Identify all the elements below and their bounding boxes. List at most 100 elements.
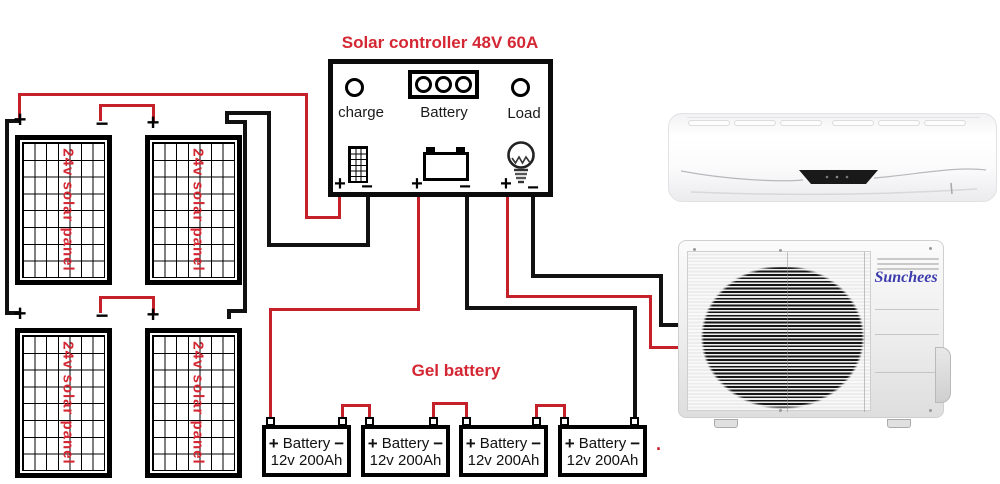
pipe-valve-cover — [935, 347, 951, 403]
wire-segment — [225, 111, 229, 124]
screw-icon — [929, 409, 932, 412]
wire-segment — [368, 404, 371, 418]
solar-cell-grid — [22, 335, 105, 471]
wire-segment — [649, 346, 680, 349]
battery-name: Battery — [381, 434, 430, 452]
controller-solar-positive: + — [334, 173, 346, 195]
air-vent-slot — [878, 120, 920, 126]
screw-icon — [779, 409, 782, 412]
wire-segment — [366, 197, 370, 247]
battery-spec: 12v 200Ah — [566, 451, 639, 469]
wire-segment — [506, 197, 509, 298]
wire-segment — [5, 119, 9, 315]
panel-groove — [875, 334, 939, 335]
charge-led-icon — [345, 78, 364, 97]
solar-cell-grid — [152, 335, 235, 471]
controller-load-positive: + — [500, 173, 512, 195]
solar-controller: charge Battery Load + − + − + − — [328, 59, 553, 198]
light-bulb-icon — [505, 139, 537, 194]
controller-battery-positive: + — [411, 173, 423, 195]
air-vent-slot — [780, 120, 822, 126]
battery-plus-sign: + — [268, 433, 279, 453]
controller-battery-negative: − — [459, 176, 471, 198]
wire-segment — [341, 404, 371, 407]
wire-segment — [18, 93, 308, 96]
panel-groove — [875, 372, 939, 373]
wire-segment — [633, 306, 637, 418]
battery-3: +Battery− 12v 200Ah — [459, 425, 548, 477]
battery-spec: 12v 200Ah — [467, 451, 540, 469]
wire-segment — [99, 296, 155, 299]
solar-input-icon — [348, 146, 368, 183]
solar-panel-label: 24v solar panel — [189, 341, 207, 465]
fan-grille — [687, 251, 871, 412]
wire-segment — [269, 308, 272, 418]
wire-segment — [535, 404, 566, 407]
wire-segment — [99, 104, 155, 107]
wire-segment — [465, 197, 469, 310]
wire-segment — [535, 404, 538, 418]
solar-cell-grid — [152, 142, 235, 278]
side-vent-line — [877, 263, 939, 265]
wire-segment — [225, 111, 271, 115]
battery-2: +Battery− 12v 200Ah — [361, 425, 450, 477]
wire-segment — [243, 120, 247, 313]
battery-led-icon — [415, 76, 432, 93]
grille-seam — [864, 252, 865, 412]
unit-foot — [887, 419, 911, 428]
charge-label: charge — [338, 104, 384, 121]
wire-segment — [227, 309, 247, 313]
solar-panel-4: 24v solar panel — [145, 328, 242, 478]
battery-label: Battery — [420, 104, 468, 121]
screw-icon — [693, 248, 696, 251]
battery-name: Battery — [282, 434, 331, 452]
wire-segment — [227, 309, 231, 319]
side-vent-line — [877, 268, 939, 270]
gel-battery-heading: Gel battery — [411, 361, 501, 380]
battery-plus-sign: + — [564, 433, 575, 453]
unit-foot — [714, 419, 738, 428]
wire-segment — [659, 274, 663, 327]
battery-name: Battery — [578, 434, 627, 452]
wire-segment — [432, 402, 468, 405]
wire-segment — [506, 295, 652, 298]
brand-logo: Sunchees — [874, 269, 938, 286]
battery-led-icon — [455, 76, 472, 93]
solar-panel-label: 24v solar panel — [59, 148, 77, 272]
solar-panel-3: 24v solar panel — [15, 328, 112, 478]
solar-cell-grid — [22, 142, 105, 278]
solar-panel-2: 24v solar panel — [145, 135, 242, 285]
wire-segment — [563, 404, 566, 418]
wire-segment — [152, 296, 155, 313]
solar-panel-label: 24v solar panel — [59, 341, 77, 465]
solar-panel-1: 24v solar panel — [15, 135, 112, 285]
battery-icon-body — [423, 152, 469, 181]
wire-segment — [531, 197, 535, 277]
wire-segment — [5, 119, 20, 123]
battery-minus-sign: − — [531, 433, 542, 453]
battery-minus-sign: − — [433, 433, 444, 453]
wire-segment — [531, 274, 663, 278]
wire-segment — [5, 311, 20, 315]
air-vent-slot — [924, 120, 966, 126]
wire-segment — [267, 111, 271, 247]
air-vent-slot — [832, 120, 874, 126]
battery-minus-sign: − — [630, 433, 641, 453]
panel2-positive-terminal: + — [146, 110, 160, 135]
panel-groove — [875, 309, 939, 310]
air-vent-slot — [688, 120, 730, 126]
wire-segment — [432, 402, 435, 418]
battery-terminal-bump — [426, 147, 435, 154]
panel3-negative-terminal: − — [95, 303, 109, 328]
panel1-negative-terminal: − — [95, 111, 109, 136]
controller-solar-negative: − — [361, 176, 373, 198]
indoor-ac-unit — [668, 113, 997, 202]
wire-segment — [417, 197, 420, 311]
wire-segment — [269, 308, 420, 311]
load-label: Load — [507, 105, 541, 122]
battery-terminal-bump — [456, 147, 465, 154]
wire-segment — [152, 104, 155, 121]
grille-seam — [787, 252, 788, 412]
battery-1: +Battery− 12v 200Ah — [262, 425, 351, 477]
